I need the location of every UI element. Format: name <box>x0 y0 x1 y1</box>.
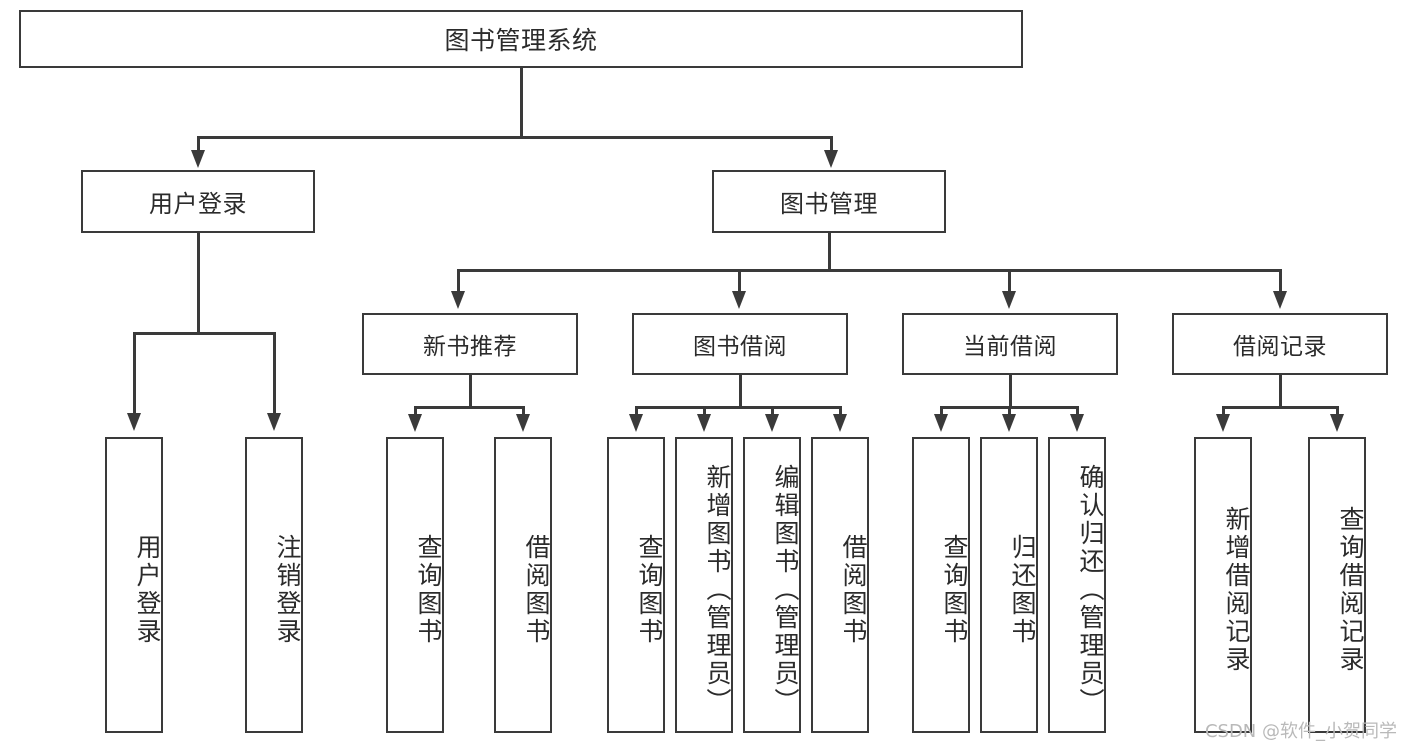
connector-level3-drop-1 <box>457 269 460 295</box>
connector-current-borrow-drop-1 <box>940 406 943 418</box>
arrowhead-icon <box>408 414 422 432</box>
connector-root-drop-2 <box>830 136 833 154</box>
connector-book-borrow-drop-2 <box>703 406 706 418</box>
connector-book-management-stem <box>828 233 831 271</box>
leaf-confirm-return-admin[interactable]: 确认归还（管理员） <box>1048 437 1106 733</box>
arrowhead-icon <box>1002 414 1016 432</box>
connector-current-borrow-stem <box>1009 375 1012 408</box>
connector-book-borrow-drop-4 <box>839 406 842 418</box>
arrowhead-icon <box>934 414 948 432</box>
arrowhead-icon <box>516 414 530 432</box>
connector-new-book-drop-1 <box>414 406 417 418</box>
connector-borrow-record-drop-1 <box>1222 406 1225 418</box>
arrowhead-icon <box>451 291 465 309</box>
leaf-add-book-admin[interactable]: 新增图书（管理员） <box>675 437 733 733</box>
leaf-return-book[interactable]: 归还图书 <box>980 437 1038 733</box>
connector-root-drop-1 <box>197 136 200 154</box>
connector-root-bar <box>197 136 833 139</box>
node-current-borrow[interactable]: 当前借阅 <box>902 313 1118 375</box>
arrowhead-icon <box>765 414 779 432</box>
leaf-query-book-borrow[interactable]: 查询图书 <box>607 437 665 733</box>
arrowhead-icon <box>697 414 711 432</box>
leaf-logout[interactable]: 注销登录 <box>245 437 303 733</box>
leaf-add-borrow-record[interactable]: 新增借阅记录 <box>1194 437 1252 733</box>
connector-book-management-bar <box>457 269 1282 272</box>
connector-user-login-stem <box>197 233 200 334</box>
node-user-login[interactable]: 用户登录 <box>81 170 315 233</box>
leaf-edit-book-admin[interactable]: 编辑图书（管理员） <box>743 437 801 733</box>
leaf-user-login[interactable]: 用户登录 <box>105 437 163 733</box>
arrowhead-icon <box>267 413 281 431</box>
arrowhead-icon <box>1273 291 1287 309</box>
leaf-query-book-current[interactable]: 查询图书 <box>912 437 970 733</box>
connector-current-borrow-drop-2 <box>1008 406 1011 418</box>
node-book-management[interactable]: 图书管理 <box>712 170 946 233</box>
connector-book-borrow-drop-1 <box>635 406 638 418</box>
connector-new-book-drop-2 <box>522 406 525 418</box>
connector-new-book-bar <box>414 406 524 409</box>
csdn-watermark: CSDN @软件_小贺同学 <box>1204 721 1397 742</box>
connector-level3-drop-3 <box>1008 269 1011 295</box>
node-new-book-recommend[interactable]: 新书推荐 <box>362 313 578 375</box>
arrowhead-icon <box>732 291 746 309</box>
arrowhead-icon <box>629 414 643 432</box>
arrowhead-icon <box>127 413 141 431</box>
arrowhead-icon <box>1070 414 1084 432</box>
arrowhead-icon <box>1002 291 1016 309</box>
arrowhead-icon <box>1330 414 1344 432</box>
leaf-query-borrow-record[interactable]: 查询借阅记录 <box>1308 437 1366 733</box>
connector-user-login-drop-1 <box>133 332 136 417</box>
connector-new-book-stem <box>469 375 472 408</box>
connector-borrow-record-bar <box>1222 406 1338 409</box>
connector-current-borrow-drop-3 <box>1076 406 1079 418</box>
connector-level3-drop-4 <box>1279 269 1282 295</box>
node-borrow-record[interactable]: 借阅记录 <box>1172 313 1388 375</box>
arrowhead-icon <box>1216 414 1230 432</box>
leaf-borrow-book[interactable]: 借阅图书 <box>811 437 869 733</box>
connector-level3-drop-2 <box>738 269 741 295</box>
node-book-borrow[interactable]: 图书借阅 <box>632 313 848 375</box>
arrowhead-icon <box>191 150 205 168</box>
arrowhead-icon <box>824 150 838 168</box>
node-root-book-management-system[interactable]: 图书管理系统 <box>19 10 1023 68</box>
connector-book-borrow-stem <box>739 375 742 408</box>
connector-user-login-bar <box>133 332 275 335</box>
arrowhead-icon <box>833 414 847 432</box>
leaf-query-book-recommend[interactable]: 查询图书 <box>386 437 444 733</box>
connector-user-login-drop-2 <box>273 332 276 417</box>
connector-borrow-record-stem <box>1279 375 1282 408</box>
connector-book-borrow-drop-3 <box>771 406 774 418</box>
connector-book-borrow-bar <box>635 406 840 409</box>
leaf-borrow-book-recommend[interactable]: 借阅图书 <box>494 437 552 733</box>
connector-borrow-record-drop-2 <box>1336 406 1339 418</box>
connector-root-stem <box>520 68 523 138</box>
